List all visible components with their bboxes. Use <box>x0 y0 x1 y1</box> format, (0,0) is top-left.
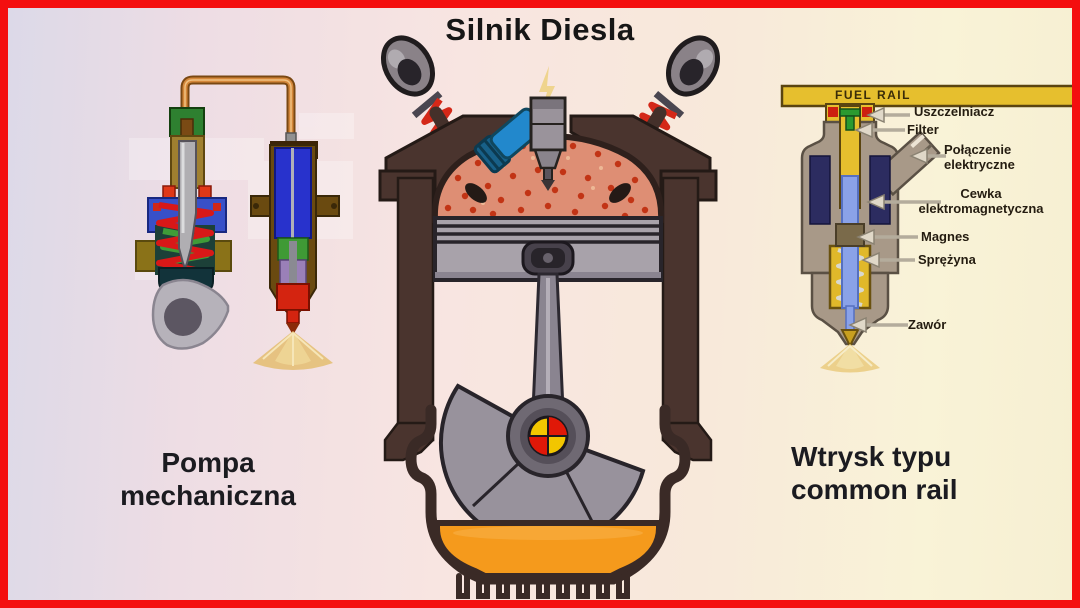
pump-element <box>135 107 232 350</box>
rocker-arm-left <box>380 35 436 97</box>
fuel-injector <box>473 96 567 191</box>
nozzle-tip <box>840 329 860 349</box>
seal-right <box>862 107 872 117</box>
label-magnet: Magnes <box>921 229 970 244</box>
caption-mechanical-pump: Pompa mechaniczna <box>120 447 296 511</box>
fuel-spray <box>253 331 333 370</box>
solenoid-coil-right <box>869 155 891 225</box>
oil-sump <box>434 520 662 579</box>
cam-lobe <box>151 278 230 350</box>
spark-glyph <box>539 66 555 116</box>
label-electrical-connection: Połączenie elektryczne <box>944 142 1015 172</box>
magnet-block <box>835 223 865 247</box>
label-arrows <box>848 106 946 334</box>
crankshaft-journal <box>506 394 590 478</box>
valve-needle <box>841 175 859 331</box>
pump-injector <box>250 132 340 370</box>
mechanical-pump-illustration <box>129 75 354 370</box>
label-seal: Uszczelniacz <box>914 104 995 119</box>
label-valve: Zawór <box>908 317 947 332</box>
seal-left <box>828 107 838 117</box>
connecting-rod <box>531 272 565 412</box>
rocker-arm-right <box>665 35 721 97</box>
piston <box>433 216 663 282</box>
fuel-rail-bar <box>780 84 1072 108</box>
page-title: Silnik Diesla <box>445 12 635 47</box>
fuel-rail-label: FUEL RAIL <box>835 88 911 102</box>
caption-common-rail: Wtrysk typu common rail <box>791 441 958 505</box>
fuel-filter <box>839 108 861 131</box>
engine-cross-section-illustration <box>378 35 721 599</box>
fuel-pipe <box>180 75 296 141</box>
label-coil: Cewka elektromagnetyczna <box>918 186 1044 216</box>
label-spring: Sprężyna <box>918 252 976 267</box>
cooling-fins <box>456 573 630 599</box>
label-filter: Filter <box>907 122 939 137</box>
nozzle-spray <box>820 344 880 373</box>
solenoid-coil-left <box>809 155 831 225</box>
common-rail-injector-illustration <box>780 84 1072 373</box>
